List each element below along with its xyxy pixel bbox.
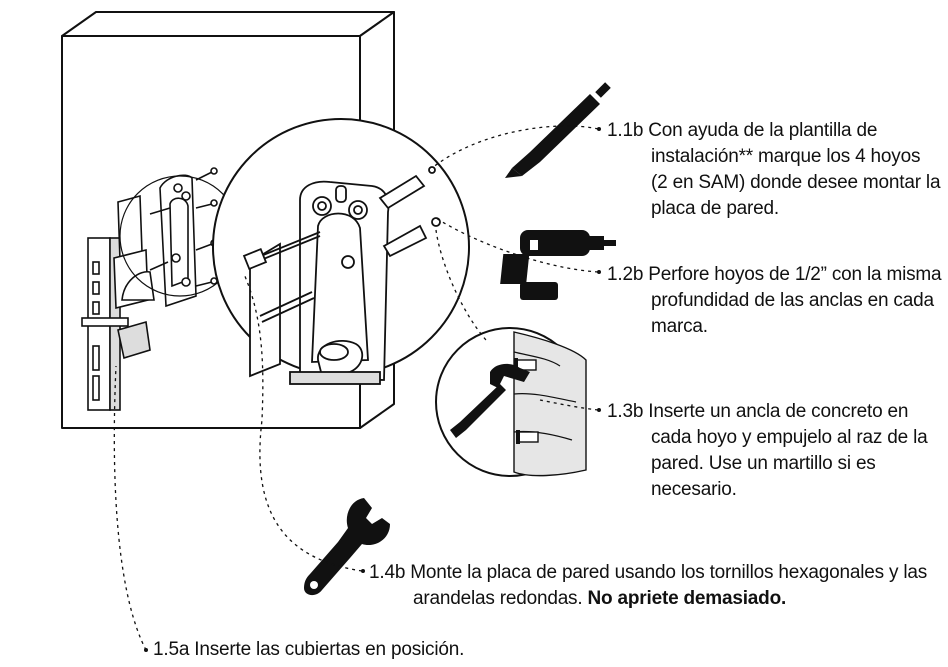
leader-dots [144, 127, 601, 652]
step-text-line: (2 en SAM) donde desee montar la [651, 172, 941, 193]
hammer-icon [450, 363, 530, 438]
step-1-3b: 1.3b Inserte un ancla de concreto en cad… [607, 399, 945, 503]
step-number: 1.1b [607, 120, 644, 141]
step-text-line: arandelas redondas. [413, 588, 583, 609]
step-number: 1.2b [607, 264, 644, 285]
leader-lines [113, 125, 599, 651]
drill-icon [500, 230, 616, 300]
step-text-line: marca. [651, 316, 708, 337]
magnified-detail [212, 118, 470, 385]
bracket-assembly [81, 167, 218, 411]
pencil-icon [505, 82, 611, 178]
step-text-line: instalación** marque los 4 hoyos [651, 146, 921, 167]
step-text-line: pared. Use un martillo si es [651, 453, 876, 474]
step-1-4b: 1.4b Monte la placa de pared usando los … [369, 560, 944, 612]
step-text-line: profundidad de las anclas en cada [651, 290, 934, 311]
step-number: 1.5a [153, 639, 190, 660]
step-text-line: necesario. [651, 479, 737, 500]
step-text-line: placa de pared. [651, 198, 779, 219]
step-1-5a: 1.5a Inserte las cubiertas en posición. [153, 637, 653, 663]
step-warning: No apriete demasiado. [587, 588, 787, 609]
anchor-detail [435, 327, 587, 477]
step-1-1b: 1.1b Con ayuda de la plantilla de instal… [607, 118, 945, 222]
step-text-line: Inserte las cubiertas en posición. [194, 639, 465, 660]
step-number: 1.4b [369, 562, 406, 583]
wrench-icon [304, 498, 390, 596]
step-text-line: Monte la placa de pared usando los torni… [410, 562, 928, 583]
step-text-line: Con ayuda de la plantilla de [648, 120, 878, 141]
step-number: 1.3b [607, 401, 644, 422]
step-text-line: Perfore hoyos de 1/2” con la misma [648, 264, 942, 285]
step-text-line: Inserte un ancla de concreto en [648, 401, 909, 422]
step-text-line: cada hoyo y empujelo al raz de la [651, 427, 928, 448]
step-1-2b: 1.2b Perfore hoyos de 1/2” con la misma … [607, 262, 945, 340]
